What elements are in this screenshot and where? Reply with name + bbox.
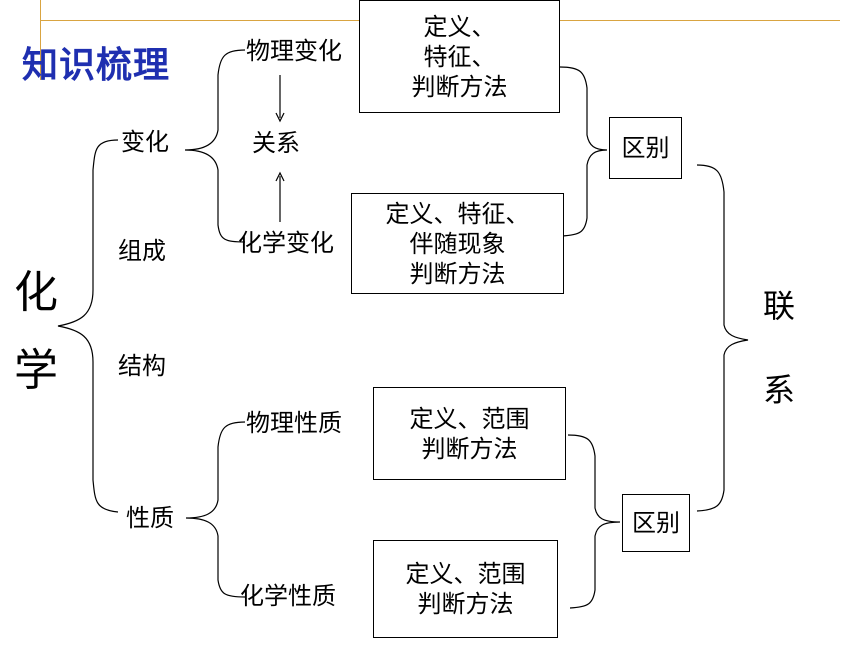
brace-connection — [696, 164, 749, 512]
connection-char-1: 联 — [763, 287, 796, 325]
label-relation: 关系 — [252, 129, 300, 157]
box-physical-change: 定义、 特征、 判断方法 — [359, 0, 560, 113]
brace-root — [57, 139, 119, 513]
box-line: 判断方法 — [411, 72, 508, 101]
root-char-2: 学 — [14, 345, 58, 396]
box-line: 判断方法 — [417, 590, 514, 618]
label-physical-change: 物理变化 — [246, 37, 342, 65]
page-title: 知识梳理 — [22, 45, 171, 86]
box-chemical-property: 定义、范围 判断方法 — [373, 540, 558, 638]
label-chemical-property: 化学性质 — [240, 582, 336, 610]
box-chemical-change: 定义、特征、 伴随现象 判断方法 — [351, 193, 564, 294]
box-line: 特征、 — [423, 42, 496, 71]
brace-diff-top — [559, 66, 608, 237]
box-difference-bottom: 区别 — [622, 494, 690, 552]
label-chemical-change: 化学变化 — [238, 229, 334, 257]
box-line: 定义、范围 — [405, 560, 526, 588]
arrow-down-head — [275, 112, 285, 123]
box-line: 伴随现象 — [409, 229, 506, 258]
box-line: 定义、特征、 — [385, 199, 530, 228]
category-property: 性质 — [126, 504, 174, 532]
box-line: 定义、范围 — [409, 404, 530, 433]
arrow-up-head — [275, 171, 285, 182]
label-physical-property: 物理性质 — [246, 409, 342, 437]
box-line: 判断方法 — [421, 434, 518, 463]
root-char-1: 化 — [14, 267, 58, 318]
box-difference-top: 区别 — [609, 117, 682, 179]
brace-change — [184, 49, 246, 243]
box-physical-property: 定义、范围 判断方法 — [373, 387, 566, 480]
brace-diff-bottom — [567, 434, 621, 609]
category-composition: 组成 — [118, 237, 166, 265]
difference-label: 区别 — [632, 509, 680, 537]
category-structure: 结构 — [118, 352, 166, 380]
decorative-rule-vertical — [40, 0, 41, 80]
brace-property — [185, 421, 246, 598]
category-change: 变化 — [121, 128, 169, 156]
box-line: 判断方法 — [409, 259, 506, 288]
box-line: 定义、 — [423, 12, 496, 41]
connection-char-2: 系 — [763, 371, 796, 409]
difference-label: 区别 — [621, 134, 670, 162]
